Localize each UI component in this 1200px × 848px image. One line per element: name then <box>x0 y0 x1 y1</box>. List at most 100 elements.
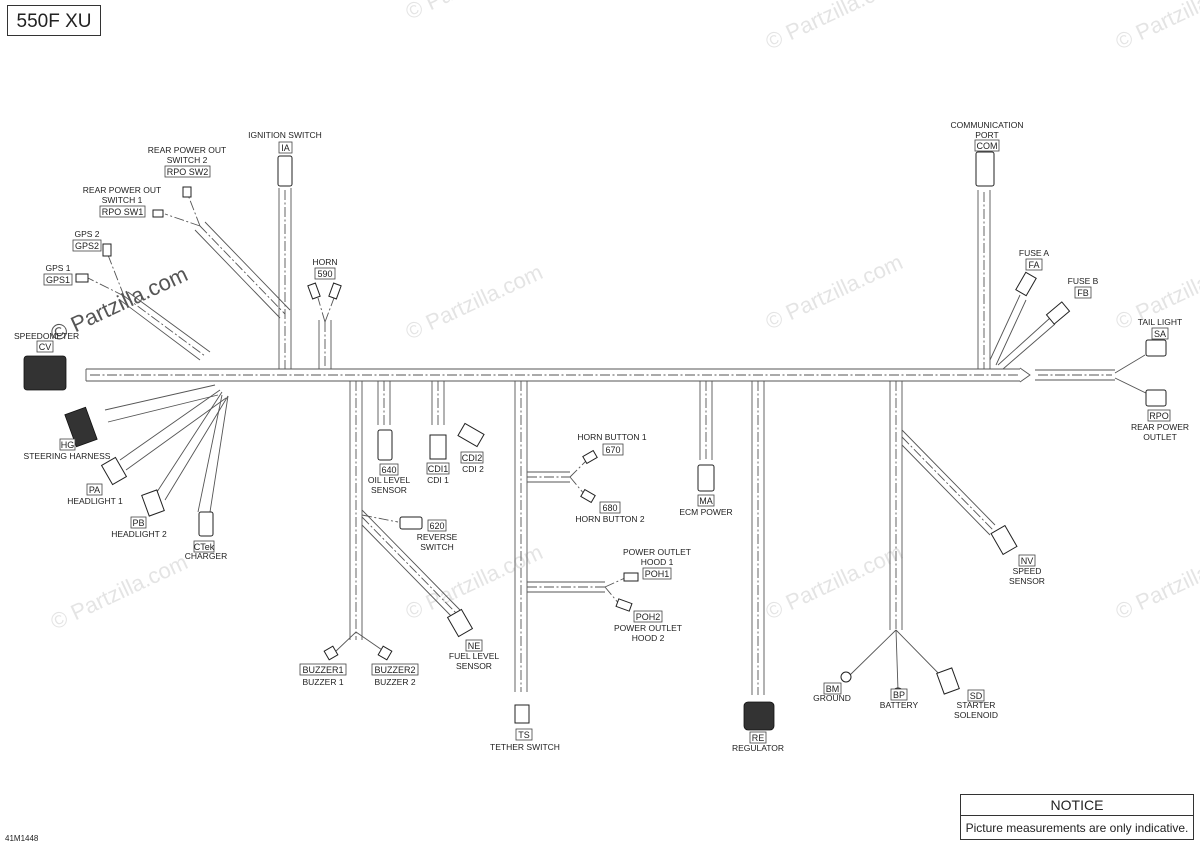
watermark: © Partzilla.com <box>1112 539 1200 624</box>
gps2-connector <box>102 243 112 257</box>
label-rpo1: REAR POWER OUT <box>83 185 161 195</box>
harness-trunk <box>85 367 1115 383</box>
rear-power-outlet-connector <box>1145 389 1167 407</box>
horn-button2-connector <box>580 488 596 504</box>
code-poh1: POH1 <box>645 569 670 579</box>
code-ia: IA <box>281 143 290 153</box>
label-buzzer2: BUZZER 2 <box>374 677 415 687</box>
code-re: RE <box>752 733 765 743</box>
label-cdi2: CDI 2 <box>462 464 484 474</box>
label-reverse-switch: SWITCH <box>420 542 454 552</box>
watermark: © Partzilla.com <box>762 539 907 624</box>
connectors <box>23 151 1167 731</box>
code-680: 680 <box>602 503 617 513</box>
watermark: © Partzilla.com <box>762 249 907 334</box>
label-buzzer1: BUZZER 1 <box>302 677 343 687</box>
label-ecm-power: ECM POWER <box>679 507 732 517</box>
label-fuel-level: FUEL LEVEL <box>449 651 500 661</box>
oil-level-connector <box>377 429 393 461</box>
code-rpo-sw1: RPO SW1 <box>102 207 144 217</box>
ignition-switch-connector <box>277 155 293 187</box>
code-hg: HG <box>61 440 75 450</box>
cdi2-connector <box>457 422 485 448</box>
fuse-a-connector <box>1015 271 1037 297</box>
label-charger: CHARGER <box>185 551 228 561</box>
notice-box: NOTICE Picture measurements are only ind… <box>960 794 1194 840</box>
poh1-connector <box>623 572 639 582</box>
code-ma: MA <box>699 496 713 506</box>
regulator-connector <box>743 701 775 731</box>
label-battery: BATTERY <box>880 700 919 710</box>
notice-title: NOTICE <box>961 795 1193 816</box>
label-power-outlet1: HOOD 1 <box>641 557 674 567</box>
label-power-outlet2: HOOD 2 <box>632 633 665 643</box>
code-com: COM <box>977 141 998 151</box>
ecm-power-connector <box>697 464 715 492</box>
code-fb: FB <box>1077 288 1089 298</box>
label-communication-port: PORT <box>975 130 998 140</box>
code-nv: NV <box>1021 556 1034 566</box>
watermark: © Partzilla.com <box>402 539 547 624</box>
buzzer1-connector <box>323 645 339 661</box>
label-oil-level: SENSOR <box>371 485 407 495</box>
label-gps1: GPS 1 <box>45 263 70 273</box>
headlight2-connector <box>141 489 165 517</box>
label-starter-solenoid: SOLENOID <box>954 710 998 720</box>
starter-solenoid-connector <box>936 667 960 695</box>
speedometer-connector <box>23 355 67 391</box>
code-gps1: GPS1 <box>46 275 70 285</box>
label-speedometer: SPEEDOMETER <box>14 331 79 341</box>
label-horn-button2: HORN BUTTON 2 <box>575 514 645 524</box>
gps1-connector <box>75 273 89 283</box>
label-rpo1: SWITCH 1 <box>102 195 143 205</box>
harness-branches <box>104 188 1151 695</box>
ground-terminal <box>840 671 852 683</box>
label-speed-sensor: SPEED <box>1013 566 1042 576</box>
label-horn: HORN <box>312 257 337 267</box>
code-buzzer1: BUZZER1 <box>302 665 343 675</box>
code-gps2: GPS2 <box>75 241 99 251</box>
label-gps2: GPS 2 <box>74 229 99 239</box>
leader-lines <box>87 194 626 606</box>
cdi1-connector <box>429 434 447 460</box>
code-sa: SA <box>1154 329 1166 339</box>
code-640: 640 <box>381 465 396 475</box>
code-rpo: RPO <box>1149 411 1169 421</box>
poh2-connector <box>615 598 633 612</box>
watermark: © Partzilla.com <box>762 0 907 55</box>
code-pa: PA <box>89 485 100 495</box>
communication-port-connector <box>975 151 995 187</box>
label-horn-button1: HORN BUTTON 1 <box>577 432 647 442</box>
code-poh2: POH2 <box>636 612 661 622</box>
fuel-level-connector <box>446 608 474 638</box>
label-rpo2: SWITCH 2 <box>167 155 208 165</box>
component-labels: IGNITION SWITCH IA REAR POWER OUT SWITCH… <box>14 120 1189 753</box>
charger-connector <box>198 511 214 537</box>
reverse-switch-connector <box>399 516 423 530</box>
code-rpo-sw2: RPO SW2 <box>167 167 209 177</box>
code-cdi2: CDI2 <box>462 453 483 463</box>
label-tail-light: TAIL LIGHT <box>1138 317 1182 327</box>
label-oil-level: OIL LEVEL <box>368 475 410 485</box>
figure-code: 41M1448 <box>5 834 39 843</box>
speed-sensor-connector <box>990 524 1018 556</box>
label-power-outlet1: POWER OUTLET <box>623 547 691 557</box>
code-buzzer2: BUZZER2 <box>374 665 415 675</box>
label-regulator: REGULATOR <box>732 743 784 753</box>
rpo-sw2-connector <box>182 186 192 198</box>
label-cdi1: CDI 1 <box>427 475 449 485</box>
label-speed-sensor: SENSOR <box>1009 576 1045 586</box>
code-ts: TS <box>518 730 530 740</box>
fuse-b-connector <box>1045 301 1071 325</box>
label-fuse-b: FUSE B <box>1068 276 1099 286</box>
label-headlight1: HEADLIGHT 1 <box>67 496 123 506</box>
watermarks: © Partzilla.com © Partzilla.com © Partzi… <box>47 0 1200 635</box>
buzzer2-connector <box>377 645 393 661</box>
code-bp: BP <box>893 690 905 700</box>
label-fuse-a: FUSE A <box>1019 248 1050 258</box>
code-bm: BM <box>826 684 840 694</box>
code-pb: PB <box>132 518 144 528</box>
tether-switch-connector <box>514 704 530 724</box>
label-headlight2: HEADLIGHT 2 <box>111 529 167 539</box>
